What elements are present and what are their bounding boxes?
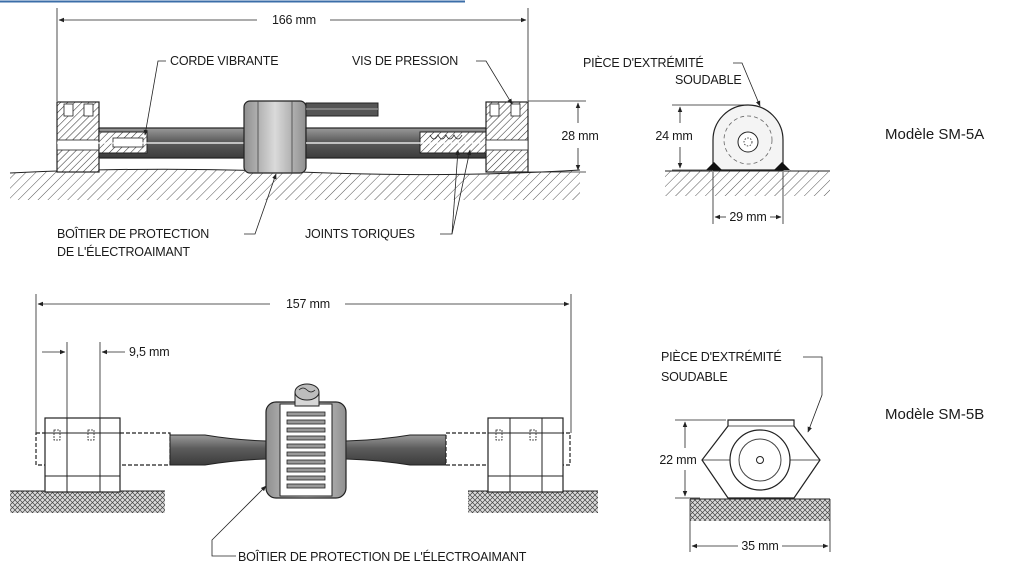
sm5b-end-view: 22 mm 35 mm PIÈCE D'EXTRÉMITÉ SOUDABLE [659, 349, 831, 553]
sm5a-end-block-label-line2: SOUDABLE [675, 73, 741, 87]
sm5b-side-view [10, 383, 598, 513]
sm5a-callouts: CORDE VIBRANTE VIS DE PRESSION BOÎTIER D… [57, 54, 513, 259]
label-vibrating-wire: CORDE VIBRANTE [170, 54, 278, 68]
sm5b-length-label: 157 mm [286, 297, 330, 311]
sm5a-length-label: 166 mm [272, 13, 316, 27]
sm5b-hose-clamp [279, 403, 333, 497]
sm5b-left-rod [169, 434, 267, 466]
sm5a-ground [10, 169, 580, 200]
label-housing-line1: BOÎTIER DE PROTECTION [57, 226, 209, 241]
sm5b-clamp-screw [294, 383, 320, 401]
sm5a-housing [243, 100, 307, 174]
model-a-name: Modèle SM-5A [885, 126, 984, 143]
sm5b-nut-offset-label: 9,5 mm [129, 345, 169, 359]
sm5b-left-nut [44, 417, 121, 493]
label-housing-line2: DE L'ÉLECTROAIMANT [57, 244, 190, 259]
sm5b-right-rod [345, 434, 447, 466]
sm5a-height-dimension: 28 mm [528, 100, 599, 173]
sm5a-end-block-label-line1: PIÈCE D'EXTRÉMITÉ [583, 55, 704, 70]
sm5a-height-label: 28 mm [561, 129, 598, 143]
label-orings: JOINTS TORIQUES [305, 227, 415, 241]
sm5a-length-dimension: 166 mm [56, 8, 529, 101]
sm5b-clamp-slots [286, 411, 326, 489]
sm5b-left-ground [10, 491, 165, 513]
sm5a-base-width-label: 29 mm [729, 210, 766, 224]
sm5b-housing-label: BOÎTIER DE PROTECTION DE L'ÉLECTROAIMANT [238, 549, 527, 564]
sm5b-right-nut [487, 417, 564, 493]
sm5a-side-view [9, 100, 581, 200]
sm5b-end-block-label-line2: SOUDABLE [661, 370, 727, 384]
label-pressure-screw: VIS DE PRESSION [352, 54, 458, 68]
sm5b-end-block-label-line1: PIÈCE D'EXTRÉMITÉ [661, 349, 782, 364]
sm5a-end-height-label: 24 mm [655, 129, 692, 143]
sm5b-right-ground [468, 491, 598, 513]
sm5b-housing-callout: BOÎTIER DE PROTECTION DE L'ÉLECTROAIMANT [211, 485, 527, 564]
sm5b-nut-offset-dimension: 9,5 mm [42, 342, 170, 418]
sm5b-height-label: 22 mm [659, 453, 696, 467]
model-b-name: Modèle SM-5B [885, 406, 984, 423]
sm5a-end-view: 29 mm 24 mm PIÈCE D'EXTRÉMITÉ SOUDABLE [583, 55, 830, 224]
sm5b-base-width-label: 35 mm [741, 539, 778, 553]
sm5b-length-dimension: 157 mm [35, 294, 572, 433]
